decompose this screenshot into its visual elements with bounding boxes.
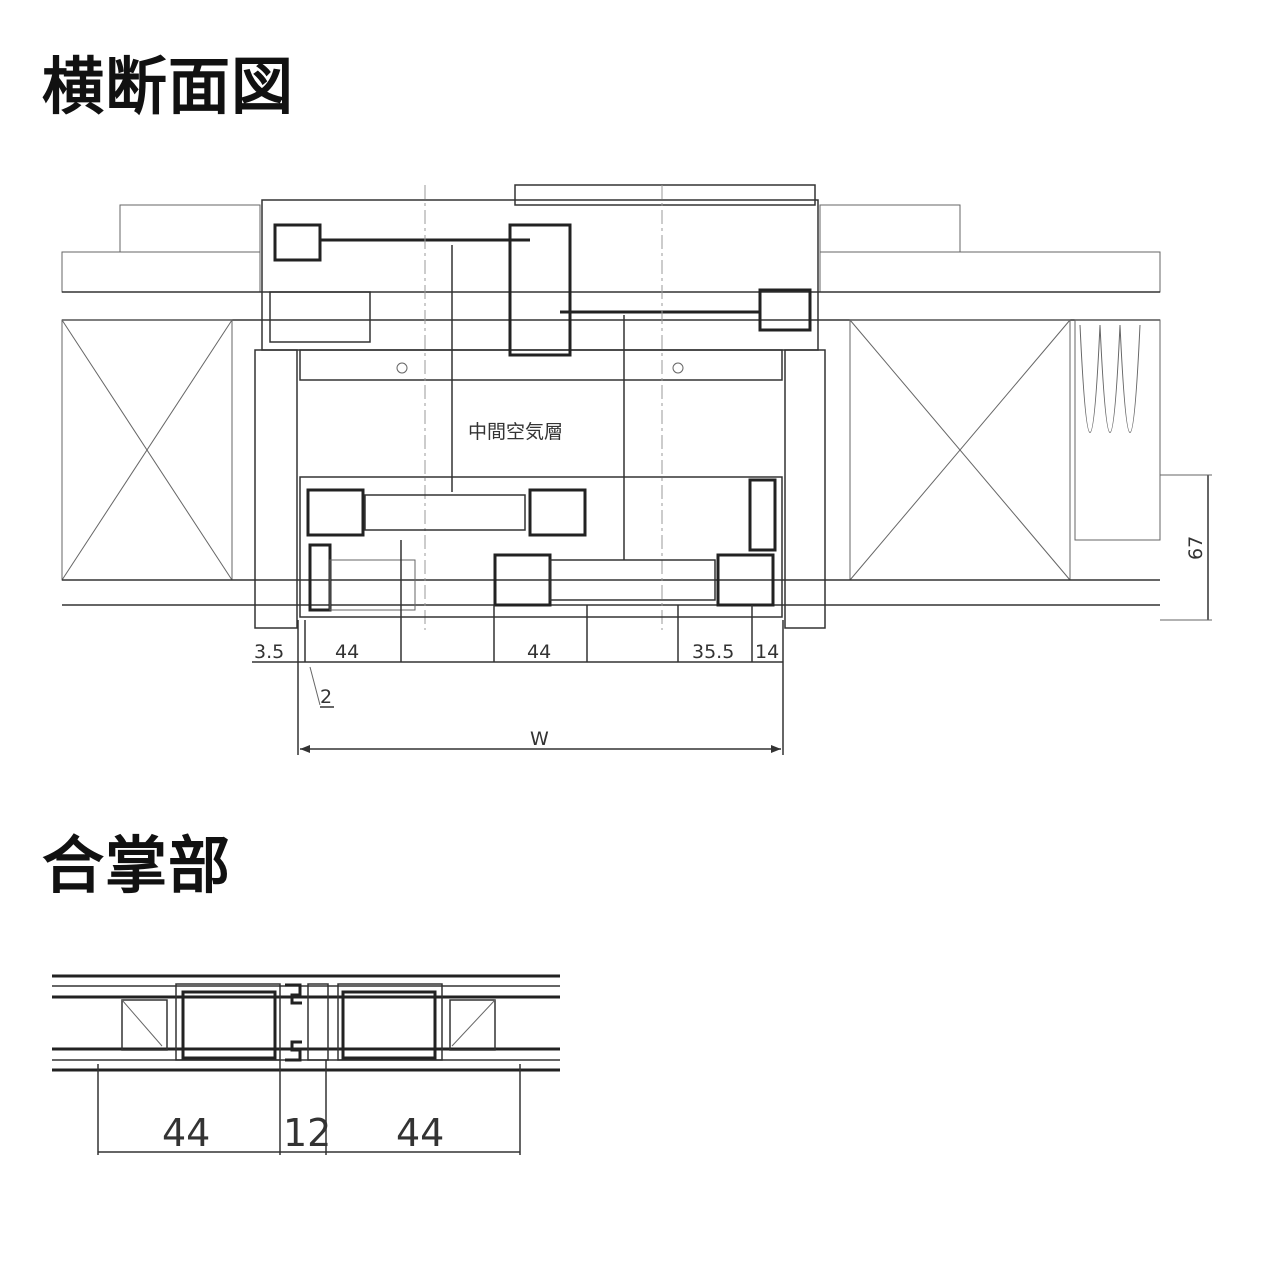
cross-section-title: 横断面図 xyxy=(42,50,295,123)
dim-14: 14 xyxy=(755,641,779,663)
dim-3-5: 3.5 xyxy=(254,641,284,663)
joint-dim-44-right: 44 xyxy=(396,1111,444,1155)
dim-35-5: 35.5 xyxy=(692,641,734,663)
joint-dim-12: 12 xyxy=(283,1111,331,1155)
air-layer-label: 中間空気層 xyxy=(468,421,563,443)
joint-section-title: 合掌部 xyxy=(42,829,232,902)
dim-width-w: W xyxy=(530,728,549,750)
dim-2: 2 xyxy=(320,686,332,708)
joint-dim-44-left: 44 xyxy=(162,1111,210,1155)
dim-67: 67 xyxy=(1185,536,1207,560)
joint-section-drawing: 44 12 44 xyxy=(52,974,560,1155)
dim-44-center: 44 xyxy=(527,641,551,663)
cross-section-drawing: 中間空気層 3.5 44 2 44 35.5 14 W 67 xyxy=(61,184,1212,755)
dim-44-left: 44 xyxy=(335,641,359,663)
